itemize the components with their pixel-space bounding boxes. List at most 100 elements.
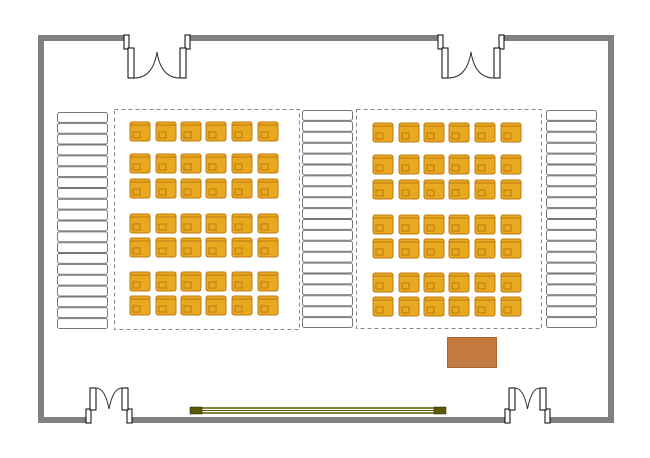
bench (546, 251, 597, 263)
chair (180, 213, 202, 234)
bench (302, 251, 353, 263)
chair (155, 153, 177, 174)
chair-cushion (158, 305, 167, 313)
chair (500, 179, 522, 200)
chair-cushion (132, 305, 141, 313)
chair (205, 237, 227, 258)
chair-cushion (132, 188, 141, 196)
chair (448, 272, 470, 293)
walls (38, 35, 614, 423)
chair-cushion (477, 164, 486, 172)
chair (155, 178, 177, 199)
chair (398, 296, 420, 317)
chair (423, 179, 445, 200)
furniture (189, 337, 497, 415)
chair (257, 295, 279, 316)
chair (474, 214, 496, 235)
chair-cushion (451, 224, 460, 232)
chair (129, 121, 151, 142)
chair-cushion (375, 224, 384, 232)
chair (180, 237, 202, 258)
chair-cushion (158, 163, 167, 171)
chair-cushion (503, 224, 512, 232)
chair-cushion (401, 282, 410, 290)
chair (155, 237, 177, 258)
door-jamb (123, 34, 130, 50)
bench (57, 177, 108, 188)
bench (57, 166, 108, 178)
chair-cushion (183, 163, 192, 171)
chair (257, 178, 279, 199)
chair-cushion (375, 306, 384, 314)
chair (398, 214, 420, 235)
chair-cushion (208, 188, 217, 196)
chair (129, 237, 151, 258)
bench (302, 240, 353, 252)
chair (205, 271, 227, 292)
chair (423, 154, 445, 175)
wall-segment (504, 35, 614, 41)
chair (205, 178, 227, 199)
chair-cushion (183, 281, 192, 289)
bench (302, 120, 353, 132)
chair (500, 122, 522, 143)
chair (398, 238, 420, 259)
chair (231, 295, 253, 316)
bench (546, 120, 597, 132)
bench (546, 306, 597, 318)
chair-cushion (260, 163, 269, 171)
chair-cushion (451, 306, 460, 314)
chair (180, 121, 202, 142)
chair-cushion (426, 224, 435, 232)
door-jamb (127, 47, 135, 79)
bench (57, 220, 108, 232)
chair (155, 271, 177, 292)
chair (500, 296, 522, 317)
chair (500, 272, 522, 293)
chair-cushion (158, 188, 167, 196)
wall-segment (132, 417, 505, 423)
chair-cushion (234, 188, 243, 196)
chair (180, 271, 202, 292)
wall-segment (190, 35, 438, 41)
bench (546, 186, 597, 198)
bench (302, 164, 353, 176)
chair (448, 214, 470, 235)
door-jamb (508, 387, 516, 411)
chair-cushion (503, 132, 512, 140)
chair-cushion (158, 247, 167, 255)
chair-cushion (426, 248, 435, 256)
chair (129, 213, 151, 234)
chair-cushion (401, 189, 410, 197)
bench (57, 187, 108, 199)
chair (448, 296, 470, 317)
chair (423, 122, 445, 143)
chair-cushion (426, 306, 435, 314)
chair (372, 296, 394, 317)
bench (546, 153, 597, 165)
bench (546, 208, 597, 220)
chair (398, 272, 420, 293)
bench (57, 263, 108, 275)
bench (57, 296, 108, 308)
chair (398, 122, 420, 143)
bench (302, 317, 353, 329)
chair (205, 121, 227, 142)
chair (448, 238, 470, 259)
door-jamb (441, 47, 449, 79)
chair (372, 154, 394, 175)
chair (155, 121, 177, 142)
wall-segment (608, 35, 614, 423)
chair-cushion (208, 247, 217, 255)
chair (474, 154, 496, 175)
chair-cushion (503, 248, 512, 256)
chair-cushion (477, 189, 486, 197)
chair (231, 237, 253, 258)
chair-cushion (183, 305, 192, 313)
bench (302, 175, 353, 187)
wall-segment (38, 35, 126, 41)
chair (257, 271, 279, 292)
door-swing-icon (95, 387, 123, 410)
chair (257, 153, 279, 174)
